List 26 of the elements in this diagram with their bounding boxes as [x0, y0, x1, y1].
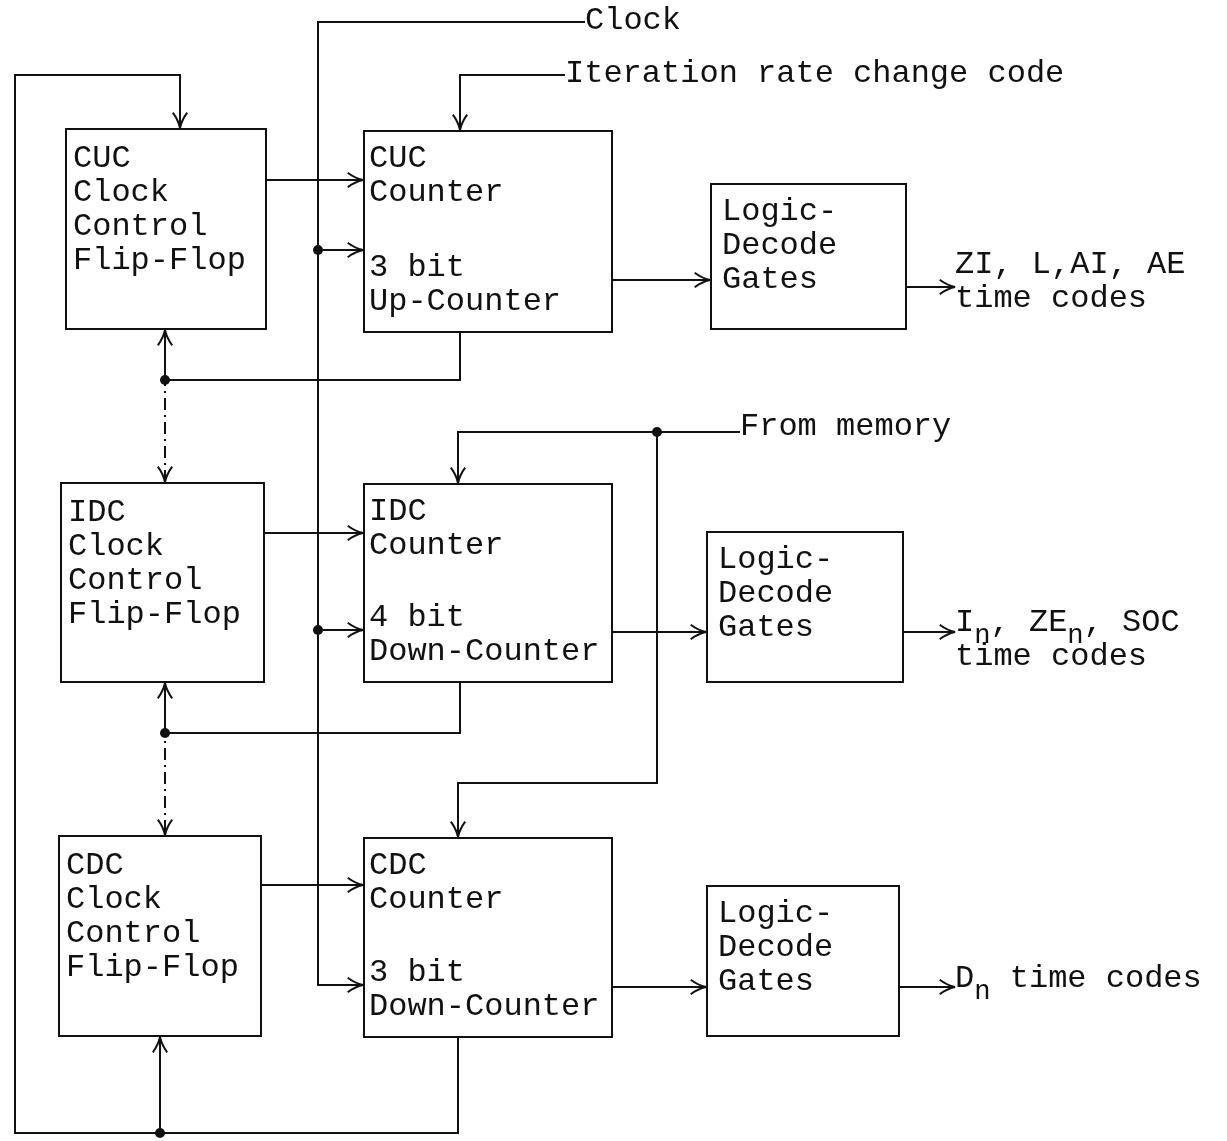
block-label: IDC Clock Control Flip-Flop	[68, 496, 242, 632]
block-label: IDC Counter	[369, 495, 505, 563]
block-label: 3 bit Down-Counter	[369, 956, 601, 1024]
logic-gate-box	[706, 885, 900, 1037]
signal-label: From memory	[740, 410, 953, 444]
counter-box	[363, 130, 613, 333]
logic-gate-box	[706, 531, 904, 683]
block-label: Logic- Decode Gates	[718, 543, 835, 645]
flip-flop-box	[60, 482, 265, 683]
block-label: Logic- Decode Gates	[722, 195, 839, 297]
counter-box	[363, 483, 613, 683]
block-label: CUC Counter	[369, 142, 505, 210]
signal-label: I$_{n}$, ZE$_{n}$, SOC time codes	[955, 606, 1181, 674]
flip-flop-box	[58, 835, 262, 1037]
block-label: CDC Clock Control Flip-Flop	[66, 849, 240, 985]
block-label: Logic- Decode Gates	[718, 897, 835, 999]
block-label: 4 bit Down-Counter	[369, 601, 601, 669]
signal-label: ZI, L,AI, AE time codes	[955, 248, 1187, 316]
flip-flop-box	[65, 128, 267, 330]
signal-label: Clock	[585, 4, 682, 38]
signal-label: Iteration rate change code	[565, 57, 1066, 91]
counter-box	[363, 837, 613, 1038]
block-label: 3 bit Up-Counter	[369, 251, 563, 319]
block-label: CUC Clock Control Flip-Flop	[73, 142, 247, 278]
logic-gate-box	[710, 183, 907, 330]
block-label: CDC Counter	[369, 849, 505, 917]
